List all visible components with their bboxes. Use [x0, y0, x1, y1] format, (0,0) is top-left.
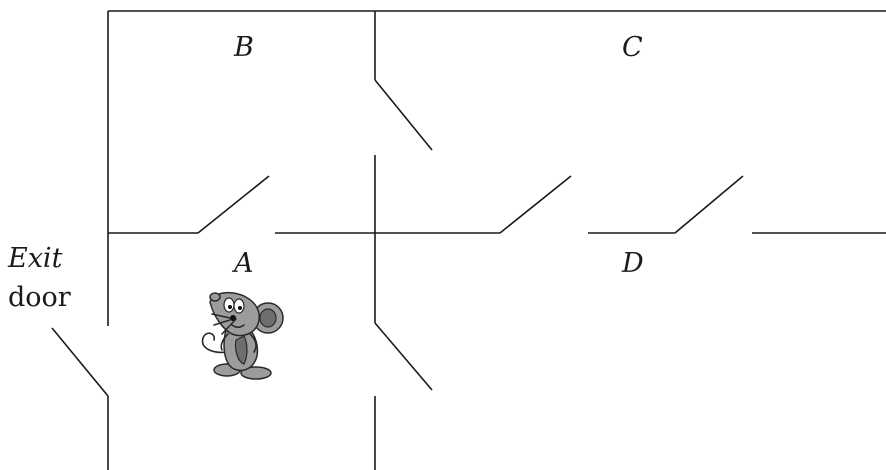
room-label-a: A [231, 248, 254, 279]
maze-doors [51, 79, 744, 397]
exit-label: Exit [7, 243, 63, 274]
door-a-b [197, 175, 270, 234]
door-c-d-left [499, 175, 572, 234]
door-b-c [374, 79, 433, 151]
room-label-c: C [622, 32, 643, 63]
mouse-icon [201, 291, 284, 380]
exit-door [51, 327, 109, 397]
room-label-b: B [233, 32, 254, 63]
door-c-d-right [674, 175, 744, 234]
maze-walls [107, 10, 886, 470]
door-label: door [8, 282, 71, 313]
room-label-d: D [621, 248, 644, 279]
door-a-d [374, 322, 433, 391]
